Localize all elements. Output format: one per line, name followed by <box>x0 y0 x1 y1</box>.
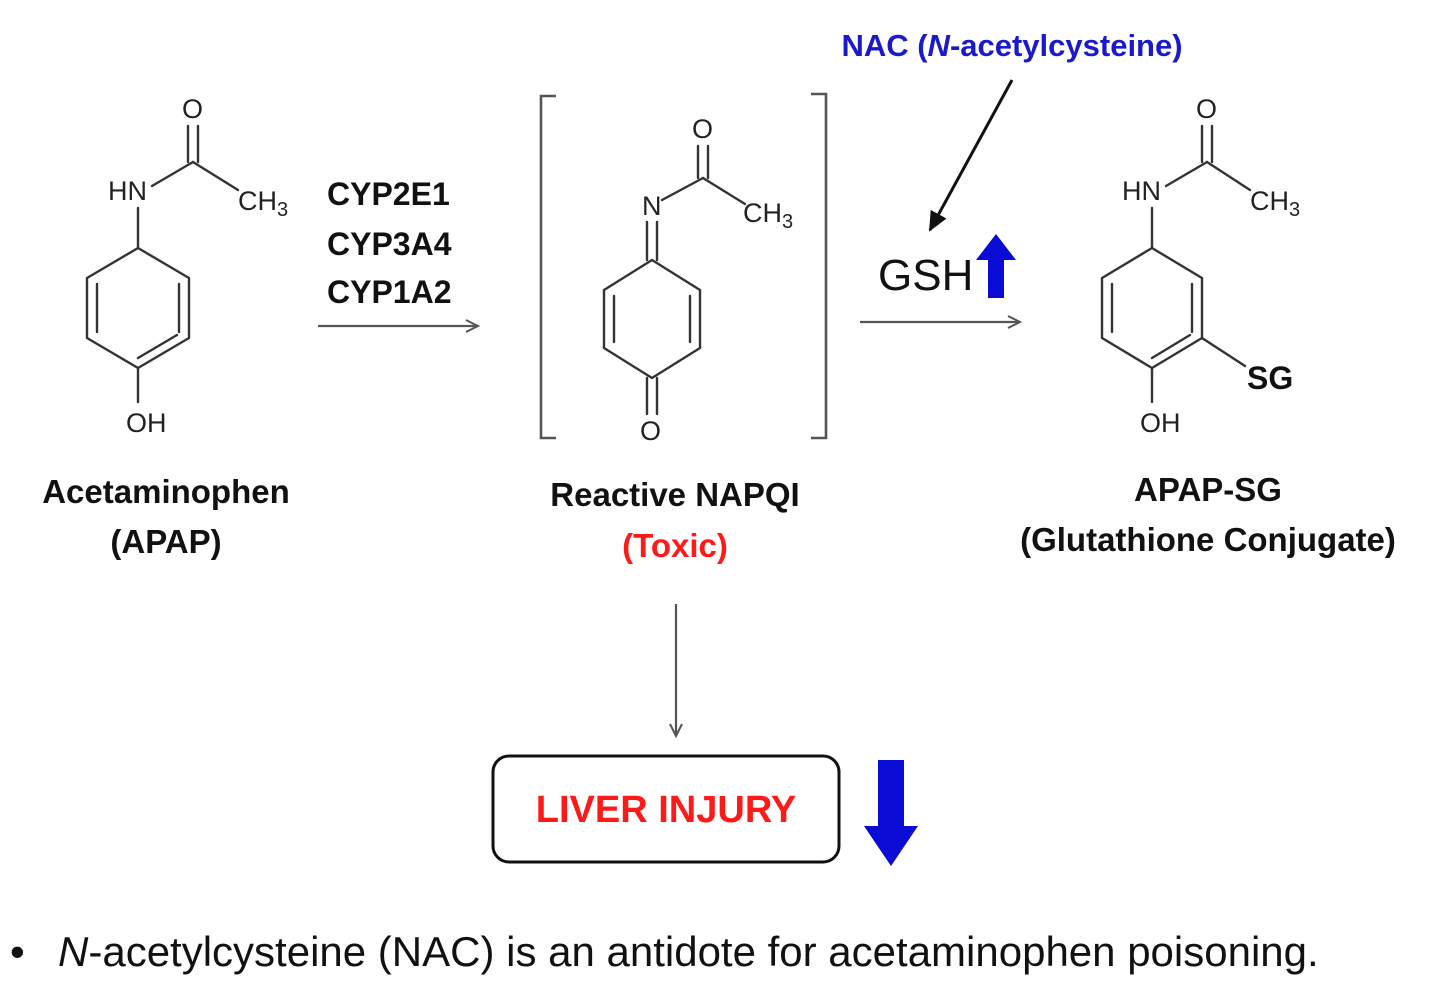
napqi-carbonyl-double-bond <box>696 144 710 180</box>
napqi-imine-bond <box>660 176 705 202</box>
apap-methyl-group: CH3 <box>238 186 288 221</box>
nac-label: NAC (N-acetylcysteine) <box>841 28 1182 63</box>
enzyme-label: CYP3A4 <box>327 226 452 262</box>
apap-amide-bond <box>150 160 195 188</box>
conjugate-methyl-bond <box>1205 160 1252 192</box>
napqi-quinone-oxygen: O <box>640 416 661 446</box>
metabolism-diagram: O CH3 HN OH Acetaminophen (APAP) CYP2E1 … <box>42 28 1396 866</box>
bullet: • <box>10 928 25 975</box>
liver-injury-label: LIVER INJURY <box>536 789 796 831</box>
napqi-methyl-bond <box>701 176 747 206</box>
enzyme-label: CYP2E1 <box>327 176 450 212</box>
conjugate-carbonyl-double-bond <box>1200 124 1214 164</box>
conjugate-hydroxyl-group: OH <box>1140 408 1181 438</box>
apap-abbreviation: (APAP) <box>110 523 221 560</box>
apap-carbonyl-oxygen: O <box>182 94 203 124</box>
conjugate-methyl-group: CH3 <box>1250 186 1300 221</box>
enzyme-list: CYP2E1 CYP3A4 CYP1A2 <box>327 176 452 310</box>
intermediate-bracket-left <box>539 94 556 440</box>
conjugate-sg-group: SG <box>1247 360 1293 396</box>
conjugate-amide-bond <box>1164 160 1209 188</box>
napqi-methyl-group: CH3 <box>743 198 793 233</box>
conjugate-carbonyl-oxygen: O <box>1196 94 1217 124</box>
blue-up-arrow-icon <box>976 234 1016 298</box>
nac-boost-arrow <box>928 79 1014 232</box>
apap-nh-group: HN <box>108 176 147 206</box>
apap-ring-inner-bonds <box>95 282 181 360</box>
conjugate-benzene-ring <box>1100 246 1204 370</box>
gsh-label: GSH <box>878 251 973 300</box>
liver-injury-box <box>491 754 841 864</box>
conjugate-description: (Glutathione Conjugate) <box>1020 521 1396 558</box>
footnote-italic-n: N <box>58 928 89 975</box>
enzyme-label: CYP1A2 <box>327 274 452 310</box>
napqi-imine-double-bond <box>645 220 659 262</box>
intermediate-bracket-right <box>811 92 828 440</box>
footnote-text: -acetylcysteine (NAC) is an antidote for… <box>88 928 1319 975</box>
apap-hydroxyl-group: OH <box>126 408 167 438</box>
napqi-quinone-ring <box>602 258 702 380</box>
footnote: • N-acetylcysteine (NAC) is an antidote f… <box>10 928 1430 976</box>
napqi-nitrogen: N <box>642 191 662 221</box>
conjugate-nh-group: HN <box>1122 176 1161 206</box>
napqi-ring-inner-bonds <box>612 294 692 344</box>
blue-down-arrow-icon <box>864 760 918 866</box>
conjugate-ring-inner-bonds <box>1110 282 1194 360</box>
conjugate-name: APAP-SG <box>1134 471 1282 508</box>
apap-carbonyl-double-bond <box>186 124 200 164</box>
apap-sg-structure: O CH3 HN SG OH <box>1100 94 1300 438</box>
toxic-label: (Toxic) <box>622 527 728 564</box>
napqi-quinone-double-bond <box>645 376 659 416</box>
apap-structure: O CH3 HN OH <box>85 94 288 438</box>
conjugate-thioether-bond <box>1200 336 1247 368</box>
napqi-name: Reactive NAPQI <box>550 476 799 513</box>
napqi-carbonyl-oxygen: O <box>692 114 713 144</box>
napqi-structure: O CH3 N O <box>602 114 793 446</box>
apap-methyl-bond <box>191 160 240 192</box>
apap-benzene-ring <box>85 246 191 370</box>
apap-name: Acetaminophen <box>42 473 290 510</box>
